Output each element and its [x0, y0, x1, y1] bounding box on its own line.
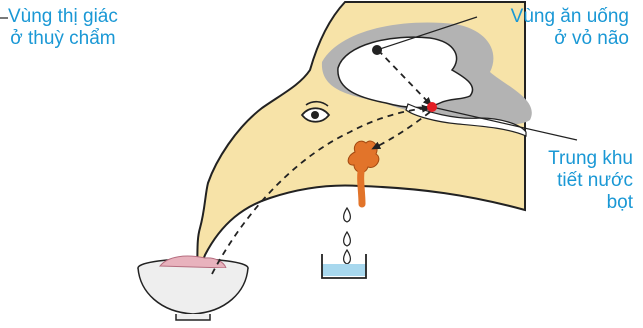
salivary-duct — [361, 166, 362, 204]
salivary-center-label-line-2: tiết nước — [548, 170, 633, 192]
eating-area-label-line-2: ở vỏ não — [511, 28, 629, 50]
visual-area-label: Vùng thị giác ở thuỳ chẩm — [8, 6, 118, 50]
salivary-center-dot — [427, 102, 437, 112]
salivary-center-label-line-3: bọt — [548, 192, 633, 214]
eating-area-label-line-1: Vùng ăn uống — [511, 6, 629, 28]
visual-area-label-line-2: ở thuỳ chẩm — [8, 28, 118, 50]
salivary-center-label-line-1: Trung khu — [548, 148, 633, 170]
saliva-drop — [344, 232, 351, 246]
salivary-center-label: Trung khu tiết nước bọt — [548, 148, 633, 214]
saliva-drop — [344, 250, 351, 264]
visual-area-label-line-1: Vùng thị giác — [8, 6, 118, 28]
saliva-drop — [344, 208, 351, 222]
food-bowl — [138, 256, 248, 320]
eating-area-label: Vùng ăn uống ở vỏ não — [511, 6, 629, 50]
eating-area-dot — [372, 45, 382, 55]
